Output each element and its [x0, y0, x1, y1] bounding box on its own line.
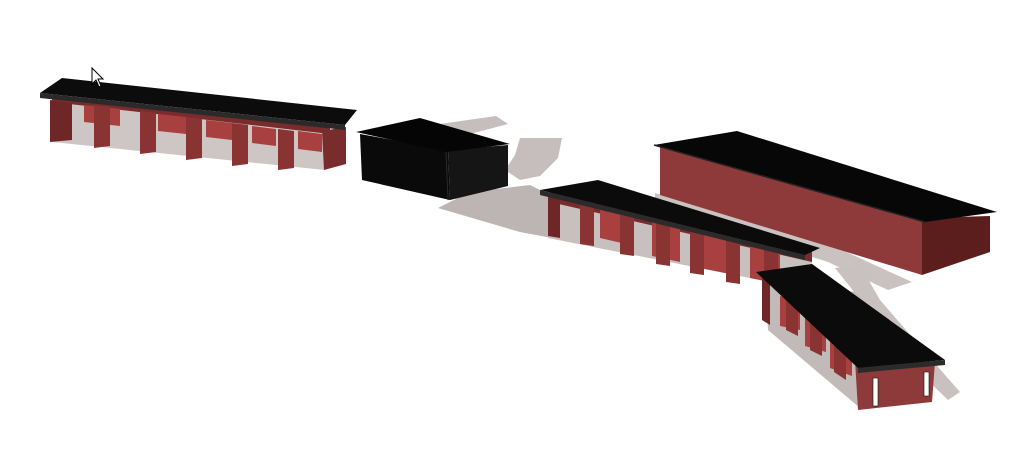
southeast-roof [756, 264, 945, 368]
barn-roof [654, 131, 997, 222]
west-end-wall [322, 127, 346, 170]
west-divider-2 [94, 105, 110, 148]
west-rear-panel-5 [298, 131, 322, 152]
west-rear-panel-4 [252, 126, 276, 146]
center-divider-4 [656, 221, 670, 266]
center-divider-1 [548, 196, 560, 238]
path-connector [505, 138, 562, 180]
west-roof [40, 78, 357, 125]
open-stall-block-west[interactable] [40, 78, 357, 170]
center-roof [540, 180, 820, 255]
shed-edge [445, 151, 449, 201]
open-stall-block-southeast[interactable] [756, 264, 945, 410]
west-divider-6 [278, 129, 294, 170]
west-divider-3 [140, 111, 156, 154]
center-rear-panel-3 [700, 233, 730, 274]
southeast-side-wall [762, 278, 770, 325]
barn-eave-line [653, 144, 926, 223]
west-divider-5 [232, 123, 248, 166]
open-stall-block-center[interactable] [540, 180, 820, 292]
center-divider-2 [580, 202, 594, 246]
center-roof-fascia [540, 190, 805, 260]
long-barn[interactable] [653, 131, 997, 275]
shed-roof [356, 118, 510, 152]
west-roof-fascia [40, 93, 345, 130]
west-rear-panel-2 [158, 114, 186, 134]
west-rear-panel-3 [206, 120, 232, 140]
barn-front-wall [660, 146, 922, 275]
center-divider-5 [690, 229, 704, 275]
center-divider-6 [726, 238, 740, 284]
southeast-roof-fascia [858, 360, 945, 373]
west-divider-1 [50, 100, 72, 142]
shed-front-wall [360, 134, 450, 200]
mouse-pointer-icon [91, 66, 105, 88]
west-divider-4 [186, 117, 202, 160]
southeast-door-1 [872, 377, 879, 407]
center-divider-3 [620, 212, 634, 256]
shed-side-wall [448, 145, 508, 200]
courtyard-shadow [438, 185, 560, 238]
center-rear-panel-1 [600, 210, 626, 244]
barn-end-wall [922, 216, 990, 275]
southeast-door-2 [923, 371, 930, 397]
black-shed[interactable] [356, 118, 510, 201]
